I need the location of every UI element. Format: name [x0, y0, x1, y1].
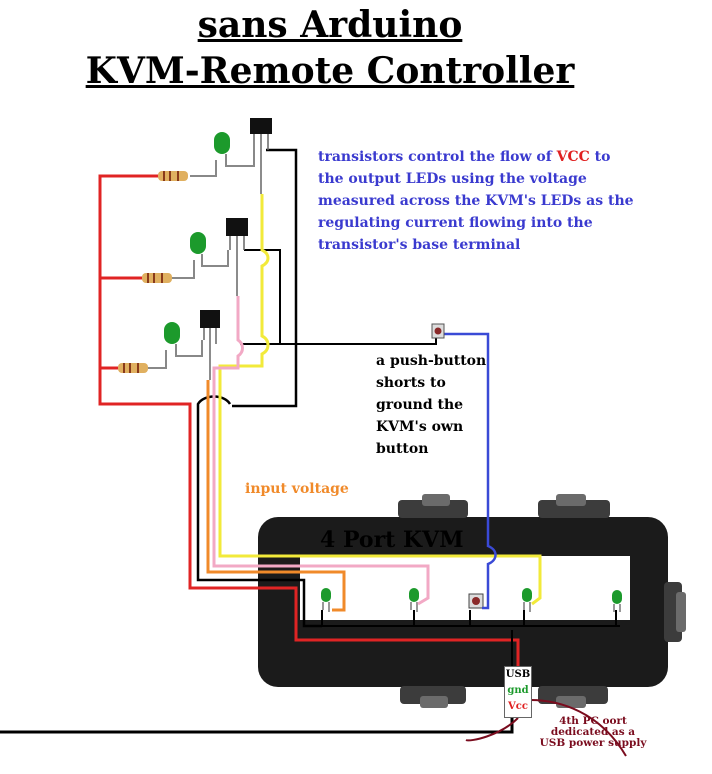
vcc-wire	[98, 174, 520, 666]
output-led-2	[190, 232, 206, 254]
usb-power-note: 4th PC oort dedicated as a USB power sup…	[539, 715, 647, 749]
stage-2	[142, 218, 248, 296]
transistor-3	[200, 310, 220, 328]
kvm-led-2	[409, 588, 419, 612]
vga-port-side	[664, 582, 686, 642]
resistor-1	[158, 171, 188, 181]
resistor-3	[118, 363, 148, 373]
input-voltage-note: input voltage	[245, 481, 349, 497]
kvm-button	[468, 593, 484, 609]
vcc-text: VCC	[556, 149, 590, 165]
stage-1	[158, 118, 272, 194]
output-led-3	[164, 322, 180, 344]
push-button-wire	[444, 332, 497, 610]
gnd-label: gnd	[507, 685, 529, 696]
vga-port-bottom-left	[400, 686, 466, 708]
kvm-label: 4 Port KVM	[320, 527, 464, 553]
resistor-2	[142, 273, 172, 283]
usb-power-wire	[465, 699, 627, 757]
transistor-1	[250, 118, 272, 134]
push-button-note: a push-button shorts to ground the KVM's…	[376, 353, 487, 457]
transistor-note: transistors control the flow of VCC to t…	[318, 149, 634, 253]
title-line-1: sans Arduino	[197, 4, 463, 46]
output-led-1	[214, 132, 230, 154]
kvm-led-4	[612, 590, 622, 612]
vcc-label: Vcc	[508, 701, 528, 712]
signal-wire-pink	[212, 296, 430, 606]
usb-label: USB	[505, 669, 531, 680]
kvm-led-3	[522, 588, 532, 612]
vga-port-top-left	[398, 494, 468, 518]
usb-connector: USB gnd Vcc	[504, 666, 532, 718]
title-line-2: KVM-Remote Controller	[85, 50, 575, 92]
input-voltage-wire	[206, 380, 346, 612]
ground-wire	[232, 148, 298, 408]
push-button	[431, 323, 445, 339]
push-ground-wire	[270, 336, 437, 345]
stage-3	[118, 310, 220, 380]
usb-ground-wire	[0, 718, 514, 734]
transistor-2	[226, 218, 248, 236]
kvm-led-1	[321, 588, 331, 612]
signal-wire-yellow	[218, 194, 542, 606]
vga-port-bottom-right	[538, 686, 608, 708]
vga-port-top-right	[538, 494, 610, 518]
